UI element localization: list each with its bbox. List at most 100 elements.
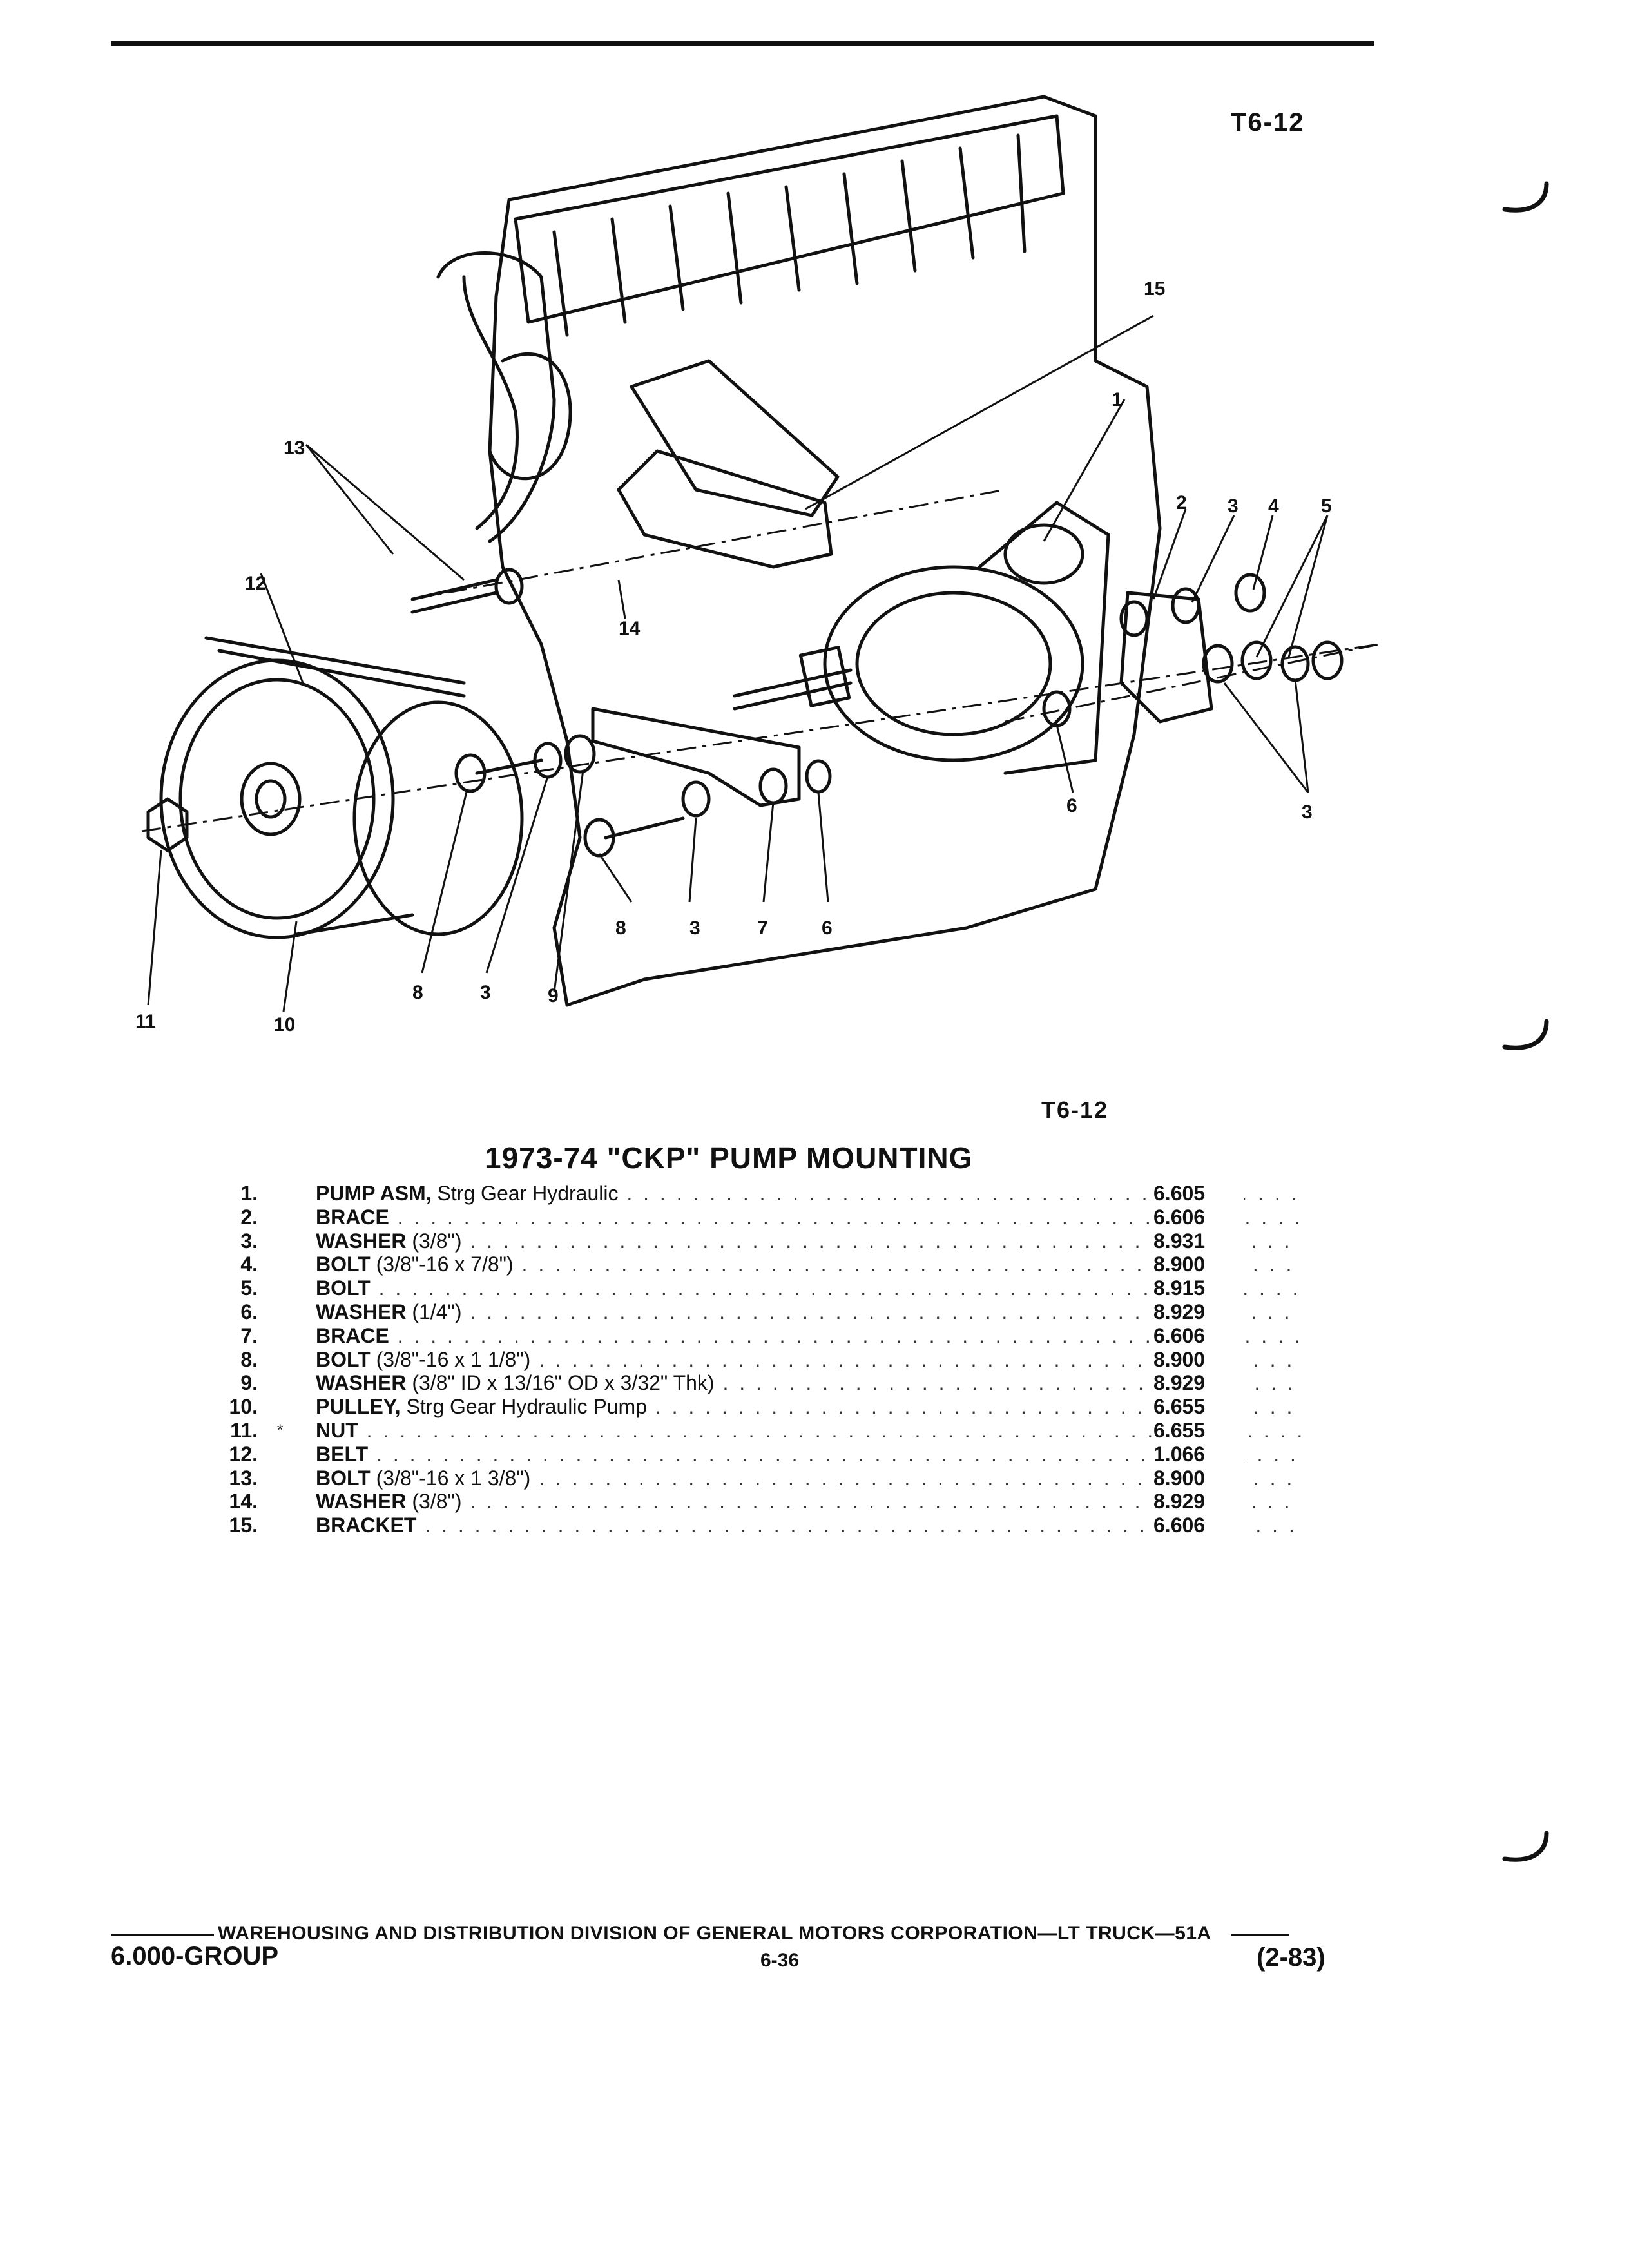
figure-ref-top: T6-12 — [1231, 108, 1305, 137]
part-detail: (3/8"-16 x 7/8") — [370, 1253, 514, 1276]
parts-row: 10.PULLEY, Strg Gear Hydraulic Pump . . … — [213, 1395, 1302, 1419]
parts-row: 2. BRACE . . . . . . . . . . . . . . . . … — [213, 1205, 1302, 1229]
callout-14: 14 — [619, 618, 641, 639]
binder-mark-icon — [1502, 1019, 1549, 1050]
part-number: 13. — [229, 1466, 258, 1490]
callout-7: 7 — [757, 918, 768, 939]
parts-row: 12. BELT . . . . . . . . . . . . . . . . … — [213, 1442, 1302, 1466]
leader-dots: . . . . . . . . . . . . . . . . . . . . … — [376, 1442, 1302, 1466]
part-group-number: 6.606 — [1153, 1323, 1244, 1348]
footer-rule-right — [1230, 1933, 1289, 1936]
part-mark: * — [277, 1421, 284, 1439]
footer-publisher-text: WAREHOUSING AND DISTRIBUTION DIVISION OF… — [218, 1923, 1211, 1944]
part-name: WASHER — [316, 1490, 407, 1514]
leader-dots: . . . . . . . . . . . . . . . . . . . . … — [366, 1418, 1302, 1442]
callout-4: 4 — [1268, 495, 1279, 517]
part-number: 8. — [240, 1347, 258, 1371]
parts-row: 9.WASHER (3/8" ID x 13/16" OD x 3/32" Th… — [213, 1371, 1302, 1396]
parts-row: 7. BRACE . . . . . . . . . . . . . . . . … — [213, 1323, 1302, 1348]
parts-row: 4.BOLT (3/8"-16 x 7/8") . . . . . . . . … — [213, 1253, 1302, 1277]
part-group-number: 6.605 — [1153, 1182, 1244, 1206]
part-group-number: 1.066 — [1153, 1442, 1244, 1466]
engine-block-outline — [488, 95, 1162, 1007]
top-rule — [111, 41, 1374, 46]
leader-dots: . . . . . . . . . . . . . . . . . . . . … — [397, 1205, 1302, 1229]
part-name: BRACE — [316, 1205, 389, 1229]
parts-row: 6.WASHER (1/4") . . . . . . . . . . . . … — [213, 1300, 1302, 1324]
part-number: 7. — [240, 1323, 258, 1347]
part-description: BRACE . . . . . . . . . . . . . . . . . … — [316, 1206, 1302, 1229]
part-detail: (3/8") — [406, 1229, 462, 1253]
parts-row: 15.BRACKET . . . . . . . . . . . . . . .… — [213, 1514, 1302, 1537]
part-name: BRACE — [316, 1323, 389, 1347]
pump-mounting-diagram: 1 2 3 4 5 3 6 3 7 6 8 3 9 8 10 11 12 13 … — [135, 95, 1380, 1035]
part-name: PULLEY, — [316, 1395, 401, 1419]
part-name: WASHER — [316, 1229, 407, 1253]
part-group-number: 8.929 — [1153, 1371, 1244, 1396]
part-number: 4. — [240, 1253, 258, 1276]
part-description: PUMP ASM, Strg Gear Hydraulic . . . . . … — [316, 1182, 1302, 1206]
callout-2: 2 — [1176, 492, 1187, 514]
part-group-number: 8.915 — [1153, 1276, 1244, 1300]
callout-12: 12 — [245, 573, 266, 594]
callout-3d: 3 — [480, 982, 491, 1003]
callout-6a: 6 — [1066, 795, 1077, 816]
part-detail: (3/8"-16 x 1 3/8") — [370, 1466, 531, 1490]
brace-right — [1119, 591, 1213, 724]
callout-10: 10 — [274, 1014, 295, 1035]
callout-13: 13 — [284, 437, 305, 459]
part-detail: Strg Gear Hydraulic Pump — [400, 1395, 647, 1419]
part-name: BRACKET — [316, 1514, 417, 1537]
parts-row: 13.BOLT (3/8"-16 x 1 3/8") . . . . . . .… — [213, 1466, 1302, 1490]
part-description: NUT . . . . . . . . . . . . . . . . . . … — [316, 1419, 1302, 1443]
part-description: BOLT . . . . . . . . . . . . . . . . . .… — [316, 1276, 1302, 1300]
part-group-number: 8.929 — [1153, 1300, 1244, 1324]
part-group-number: 6.655 — [1153, 1395, 1244, 1419]
parts-row: 1. PUMP ASM, Strg Gear Hydraulic . . . . … — [213, 1182, 1302, 1206]
footer-rule-left — [111, 1933, 214, 1936]
part-detail: Strg Gear Hydraulic — [431, 1182, 619, 1205]
part-number: 11. — [230, 1418, 258, 1442]
part-name: BOLT — [316, 1253, 371, 1276]
part-number: 6. — [240, 1300, 258, 1323]
part-number: 14. — [229, 1490, 258, 1514]
part-detail: (3/8"-16 x 1 1/8") — [370, 1347, 531, 1371]
part-description: BELT . . . . . . . . . . . . . . . . . .… — [316, 1443, 1302, 1466]
section-title: 1973-74 "CKP" PUMP MOUNTING — [485, 1141, 973, 1175]
part-number: 9. — [240, 1371, 258, 1395]
part-group-number: 6.606 — [1153, 1205, 1244, 1229]
part-group-number: 8.929 — [1153, 1490, 1244, 1514]
part-detail: (3/8") — [406, 1490, 462, 1514]
callout-8b: 8 — [615, 918, 626, 939]
parts-list: 1. PUMP ASM, Strg Gear Hydraulic . . . . … — [213, 1182, 1302, 1537]
part-name: BELT — [316, 1442, 369, 1466]
part-name: BOLT — [316, 1347, 371, 1371]
part-number: 5. — [240, 1276, 258, 1300]
parts-row: 5. BOLT . . . . . . . . . . . . . . . . .… — [213, 1276, 1302, 1300]
parts-row: 14.WASHER (3/8") . . . . . . . . . . . .… — [213, 1490, 1302, 1514]
part-group-number: 6.655 — [1153, 1418, 1244, 1443]
bracket-15 — [630, 359, 840, 517]
part-name: WASHER — [316, 1300, 407, 1323]
part-number: 2. — [240, 1205, 258, 1229]
callout-9: 9 — [548, 985, 559, 1006]
pump-body-drawing — [823, 565, 1084, 762]
part-number: 10. — [229, 1395, 258, 1419]
part-number: 1. — [240, 1182, 258, 1205]
part-number: 15. — [229, 1514, 258, 1537]
part-name: BOLT — [316, 1276, 371, 1300]
part-detail: (1/4") — [406, 1300, 462, 1323]
binder-mark-icon — [1502, 181, 1549, 213]
figure-ref-caption: T6-12 — [1041, 1097, 1109, 1123]
callout-11: 11 — [135, 1011, 156, 1032]
part-name: WASHER — [316, 1371, 407, 1395]
group-label: 6.000-GROUP — [111, 1942, 279, 1970]
callout-3a: 3 — [1228, 495, 1239, 517]
part-number: 12. — [229, 1442, 258, 1466]
part-name: BOLT — [316, 1466, 371, 1490]
part-description: BRACE . . . . . . . . . . . . . . . . . … — [316, 1324, 1302, 1348]
callout-5: 5 — [1321, 495, 1332, 517]
callout-3b: 3 — [1302, 802, 1313, 823]
part-number: 3. — [240, 1229, 258, 1253]
leader-dots: . . . . . . . . . . . . . . . . . . . . … — [378, 1276, 1302, 1300]
